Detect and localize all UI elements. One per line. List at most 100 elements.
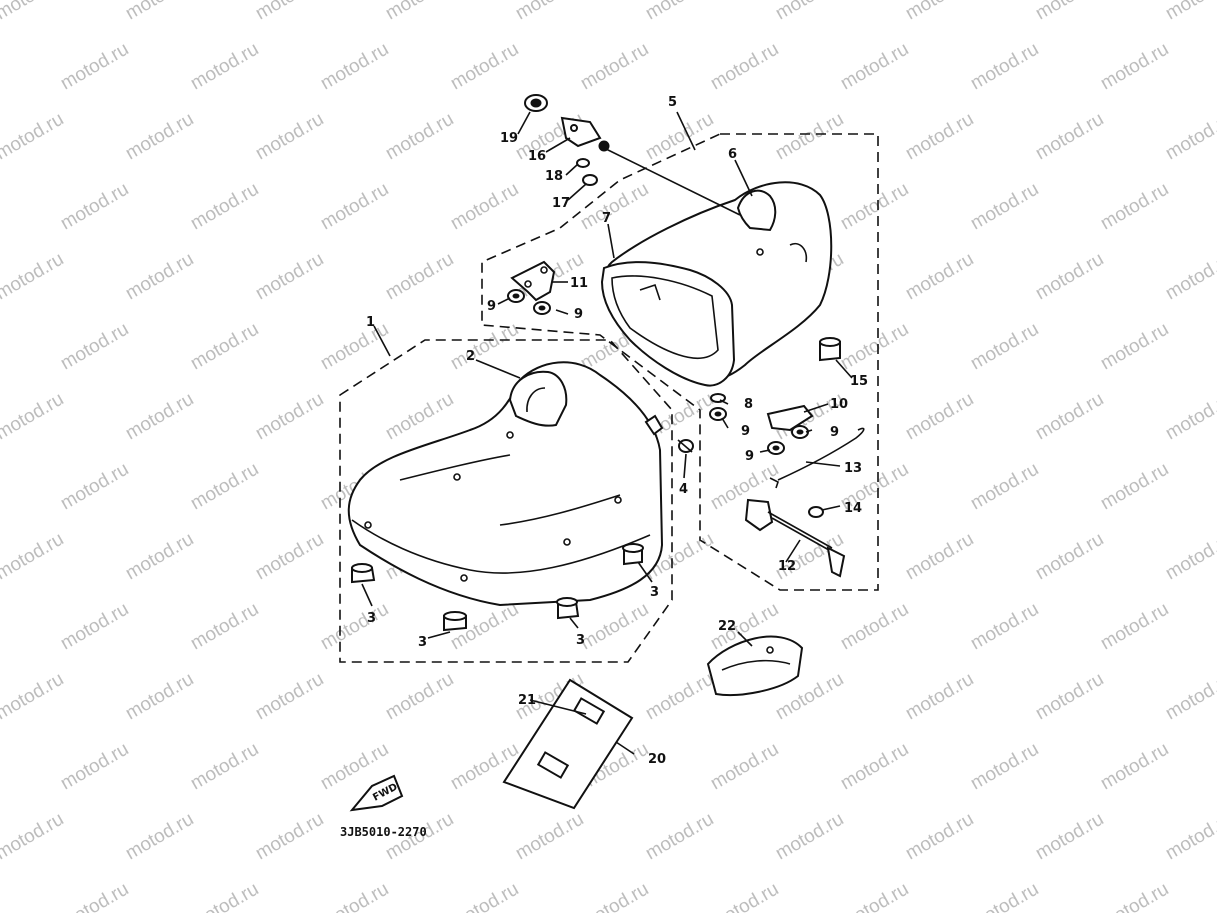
watermark-text: motod.ru — [57, 739, 132, 795]
watermark-text: motod.ru — [0, 249, 67, 305]
watermark-text: motod.ru — [902, 669, 977, 725]
watermark-text: motod.ru — [57, 459, 132, 515]
watermark-text: motod.ru — [382, 109, 457, 165]
watermark-text: motod.ru — [187, 459, 262, 515]
watermark-text: motod.ru — [447, 879, 522, 913]
group-outline-front-seat — [339, 339, 673, 663]
watermark-text: motod.ru — [382, 249, 457, 305]
rear-seat — [600, 181, 833, 387]
watermark-text: motod.ru — [187, 39, 262, 95]
watermark-text: motod.ru — [252, 529, 327, 585]
watermark-text: motod.ru — [447, 739, 522, 795]
watermark-text: motod.ru — [0, 529, 67, 585]
watermark-text: motod.ru — [577, 39, 652, 95]
callout-9: 9 — [741, 424, 750, 439]
watermark-text: motod.ru — [707, 879, 782, 913]
watermark-text: motod.ru — [122, 0, 197, 24]
watermark-text: motod.ru — [967, 179, 1042, 235]
callout-9: 9 — [745, 449, 754, 464]
watermark-text: motod.ru — [902, 389, 977, 445]
watermark-text: motod.ru — [122, 529, 197, 585]
watermark-text: motod.ru — [122, 809, 197, 865]
watermark-text: motod.ru — [1032, 669, 1107, 725]
watermark-text: motod.ru — [57, 879, 132, 913]
watermark-text: motod.ru — [447, 39, 522, 95]
watermark-text: motod.ru — [642, 0, 717, 24]
watermark-text: motod.ru — [57, 319, 132, 375]
watermark-text: motod.ru — [902, 0, 977, 24]
watermark-text: motod.ru — [0, 669, 67, 725]
watermark-text: motod.ru — [512, 809, 587, 865]
callout-20: 20 — [648, 752, 666, 767]
watermark-text: motod.ru — [187, 319, 262, 375]
callout-17: 17 — [552, 196, 570, 211]
watermark-text: motod.ru — [902, 529, 977, 585]
callout-14: 14 — [844, 501, 862, 516]
watermark-text: motod.ru — [1032, 529, 1107, 585]
watermark-text: motod.ru — [187, 879, 262, 913]
callout-1: 1 — [366, 315, 375, 330]
callout-2: 2 — [466, 349, 475, 364]
watermark-text: motod.ru — [1032, 249, 1107, 305]
watermark-text: motod.ru — [252, 0, 327, 24]
watermark-text: motod.ru — [0, 0, 67, 24]
watermark-text: motod.ru — [187, 739, 262, 795]
watermark-text: motod.ru — [122, 669, 197, 725]
callout-12: 12 — [778, 559, 796, 574]
watermark-text: motod.ru — [57, 179, 132, 235]
watermark-text: motod.ru — [317, 879, 392, 913]
watermark-text: motod.ru — [317, 179, 392, 235]
watermark-text: motod.ru — [967, 599, 1042, 655]
watermark-text: motod.ru — [772, 109, 847, 165]
watermark-text: motod.ru — [0, 39, 2, 95]
watermark-text: motod.ru — [122, 109, 197, 165]
callout-9: 9 — [487, 299, 496, 314]
watermark-text: motod.ru — [1097, 319, 1172, 375]
watermark-text: motod.ru — [317, 319, 392, 375]
watermark-text: motod.ru — [122, 389, 197, 445]
callout-6: 6 — [728, 147, 737, 162]
main-seat — [347, 361, 664, 607]
watermark-text: motod.ru — [1162, 389, 1217, 445]
watermark-text: motod.ru — [317, 599, 392, 655]
watermark-text: motod.ru — [642, 809, 717, 865]
watermark-text: motod.ru — [837, 599, 912, 655]
watermark-text: motod.ru — [1097, 179, 1172, 235]
watermark-text: motod.ru — [1162, 109, 1217, 165]
watermark-text: motod.ru — [837, 39, 912, 95]
watermark-text: motod.ru — [252, 809, 327, 865]
watermark-text: motod.ru — [707, 739, 782, 795]
callout-5: 5 — [668, 95, 677, 110]
watermark-text: motod.ru — [967, 459, 1042, 515]
watermark-text: motod.ru — [0, 809, 67, 865]
callout-3: 3 — [367, 611, 376, 626]
watermark-text: motod.ru — [1162, 0, 1217, 24]
watermark-text: motod.ru — [967, 879, 1042, 913]
damper-parts — [351, 337, 841, 632]
watermark-text: motod.ru — [1162, 529, 1217, 585]
watermark-text: motod.ru — [382, 669, 457, 725]
hardware-parts — [507, 94, 865, 578]
callout-8: 8 — [744, 397, 753, 412]
watermark-text: motod.ru — [447, 179, 522, 235]
callout-18: 18 — [545, 169, 563, 184]
watermark-text: motod.ru — [967, 319, 1042, 375]
fwd-arrow-icon: FWD — [349, 774, 404, 812]
watermark-text: motod.ru — [57, 39, 132, 95]
watermark-text: motod.ru — [252, 249, 327, 305]
watermark-text: motod.ru — [642, 669, 717, 725]
watermark-text: motod.ru — [0, 179, 2, 235]
watermark-text: motod.ru — [0, 109, 67, 165]
watermark-text: motod.ru — [447, 319, 522, 375]
callout-7: 7 — [602, 211, 611, 226]
watermark-text: motod.ru — [0, 879, 2, 913]
watermark-text: motod.ru — [0, 739, 2, 795]
watermark-text: motod.ru — [512, 0, 587, 24]
watermark-text: motod.ru — [252, 109, 327, 165]
watermark-text: motod.ru — [1097, 599, 1172, 655]
callout-16: 16 — [528, 149, 546, 164]
watermark-text: motod.ru — [577, 599, 652, 655]
watermark-text: motod.ru — [1032, 389, 1107, 445]
watermark-text: motod.ru — [1032, 809, 1107, 865]
